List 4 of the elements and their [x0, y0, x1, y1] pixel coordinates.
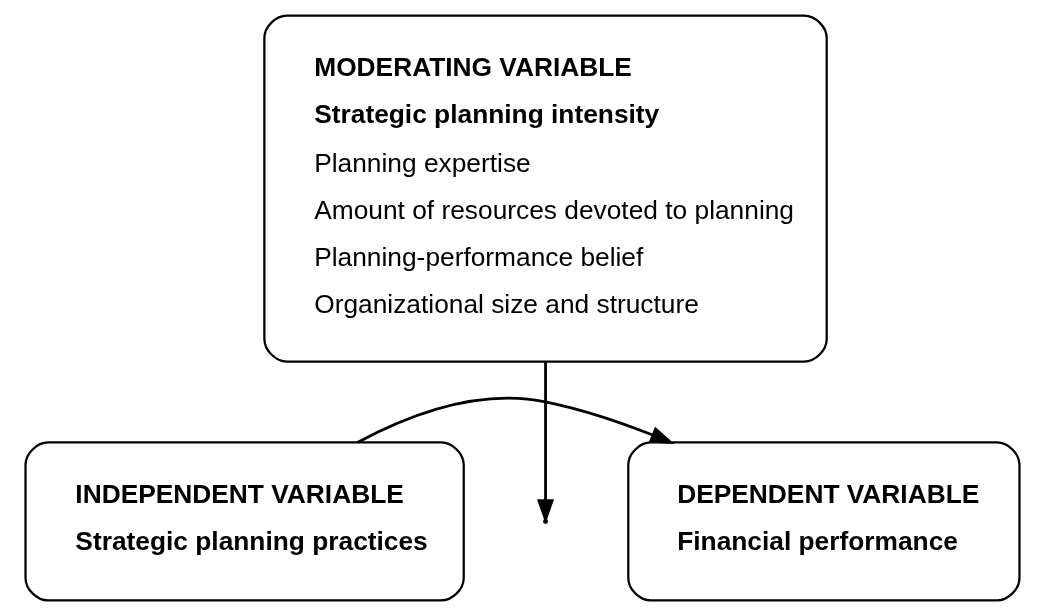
node-box: MODERATING VARIABLE Strategic planning intensity Planning expertise Amount of resources devoted to planning Planning-performance belief Organizational size and structure [262, 14, 828, 363]
node-box: DEPENDENT VARIABLE Financial performance [626, 441, 1021, 602]
arrow [356, 396, 674, 444]
node-box: INDEPENDENT VARIABLE Strategic planning practices [23, 441, 465, 602]
